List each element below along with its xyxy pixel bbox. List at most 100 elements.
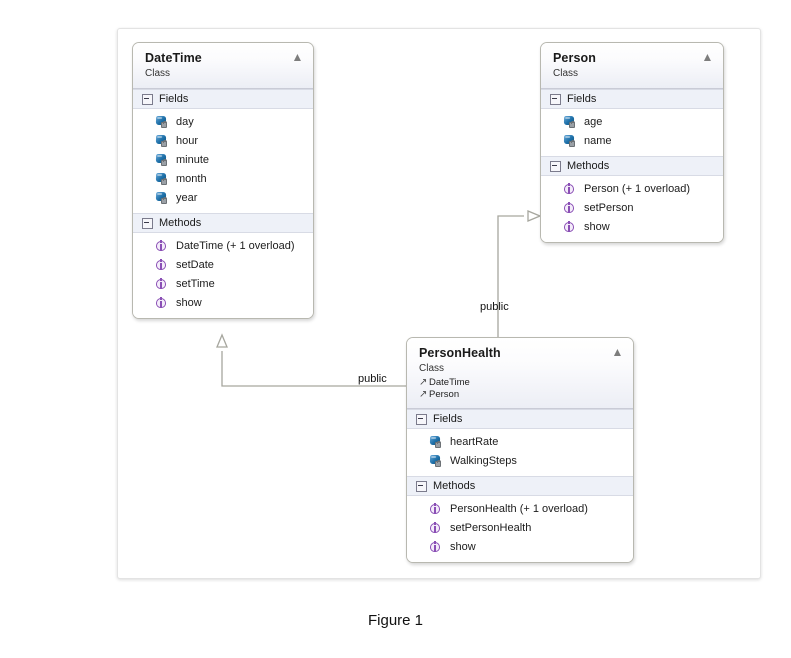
class-card-datetime[interactable]: DateTime Class ▲ Fields day hour minute	[132, 42, 314, 319]
method-list-person: Person (+ 1 overload) setPerson show	[541, 176, 723, 242]
connector-label-public-person: public	[480, 301, 509, 313]
method-icon	[155, 278, 168, 291]
chevron-up-double-icon[interactable]: ▲	[701, 50, 714, 64]
class-header-datetime: DateTime Class ▲	[133, 43, 313, 89]
field-private-icon	[155, 173, 168, 186]
method-icon	[563, 183, 576, 196]
method-list-datetime: DateTime (+ 1 overload) setDate setTime …	[133, 233, 313, 318]
list-item[interactable]: name	[541, 132, 723, 151]
inheritance-arrow-icon: ↗	[419, 389, 428, 400]
list-item[interactable]: WalkingSteps	[407, 452, 633, 471]
member-label: setPersonHealth	[450, 522, 532, 534]
list-item[interactable]: Person (+ 1 overload)	[541, 180, 723, 199]
list-item[interactable]: setPerson	[541, 199, 723, 218]
member-label: month	[176, 173, 207, 185]
section-title: Methods	[159, 217, 202, 229]
section-title: Fields	[433, 413, 463, 425]
expander-minus-icon[interactable]	[550, 160, 561, 172]
member-label: minute	[176, 154, 210, 166]
method-icon	[429, 503, 442, 516]
list-item[interactable]: PersonHealth (+ 1 overload)	[407, 500, 633, 519]
member-label: setTime	[176, 278, 215, 290]
connector-label-public-datetime: public	[358, 373, 387, 385]
list-item[interactable]: age	[541, 113, 723, 132]
section-header-fields[interactable]: Fields	[541, 89, 723, 109]
class-stereotype: Class	[553, 68, 579, 79]
figure-panel: public public DateTime Class ▲ Fields da…	[117, 28, 761, 579]
field-private-icon	[563, 135, 576, 148]
base-class-list: ↗DateTime ↗Person	[419, 377, 623, 401]
class-stereotype: Class	[419, 363, 445, 374]
member-label: Person (+ 1 overload)	[584, 183, 691, 195]
member-label: show	[450, 541, 476, 553]
member-label: PersonHealth (+ 1 overload)	[450, 503, 588, 515]
field-private-icon	[429, 436, 442, 449]
list-item[interactable]: setPersonHealth	[407, 519, 633, 538]
field-private-icon	[155, 116, 168, 129]
method-icon	[429, 541, 442, 554]
member-label: hour	[176, 135, 199, 147]
section-header-methods[interactable]: Methods	[541, 156, 723, 176]
base-class-label: Person	[429, 389, 460, 400]
class-title: PersonHealth	[419, 346, 501, 360]
base-class-item: ↗DateTime	[419, 377, 623, 389]
expander-minus-icon[interactable]	[416, 413, 427, 425]
list-item[interactable]: day	[133, 113, 313, 132]
class-title: Person	[553, 51, 596, 65]
field-private-icon	[155, 192, 168, 205]
connector-personhealth-to-person	[497, 210, 542, 337]
list-item[interactable]: show	[407, 538, 633, 557]
class-card-person[interactable]: Person Class ▲ Fields age name Methods	[540, 42, 724, 243]
class-title: DateTime	[145, 51, 202, 65]
field-list-datetime: day hour minute month year	[133, 109, 313, 213]
section-header-fields[interactable]: Fields	[407, 409, 633, 429]
expander-minus-icon[interactable]	[550, 93, 561, 105]
expander-minus-icon[interactable]	[142, 217, 153, 229]
section-header-methods[interactable]: Methods	[407, 476, 633, 496]
field-private-icon	[155, 154, 168, 167]
expander-minus-icon[interactable]	[142, 93, 153, 105]
member-label: show	[176, 297, 202, 309]
expander-minus-icon[interactable]	[416, 480, 427, 492]
class-header-person: Person Class ▲	[541, 43, 723, 89]
field-private-icon	[563, 116, 576, 129]
list-item[interactable]: month	[133, 170, 313, 189]
method-icon	[429, 522, 442, 535]
list-item[interactable]: setDate	[133, 256, 313, 275]
member-label: DateTime (+ 1 overload)	[176, 240, 295, 252]
chevron-up-double-icon[interactable]: ▲	[291, 50, 304, 64]
chevron-up-double-icon[interactable]: ▲	[611, 345, 624, 359]
member-label: age	[584, 116, 603, 128]
section-title: Fields	[159, 93, 189, 105]
list-item[interactable]: setTime	[133, 275, 313, 294]
field-private-icon	[429, 455, 442, 468]
method-icon	[155, 297, 168, 310]
list-item[interactable]: heartRate	[407, 433, 633, 452]
section-header-methods[interactable]: Methods	[133, 213, 313, 233]
member-label: show	[584, 221, 610, 233]
field-list-personhealth: heartRate WalkingSteps	[407, 429, 633, 476]
member-label: WalkingSteps	[450, 455, 517, 467]
section-title: Methods	[433, 480, 476, 492]
base-class-label: DateTime	[429, 377, 470, 388]
member-label: year	[176, 192, 198, 204]
member-label: heartRate	[450, 436, 499, 448]
method-icon	[563, 202, 576, 215]
section-title: Methods	[567, 160, 610, 172]
list-item[interactable]: DateTime (+ 1 overload)	[133, 237, 313, 256]
member-label: setDate	[176, 259, 214, 271]
list-item[interactable]: show	[541, 218, 723, 237]
class-card-personhealth[interactable]: PersonHealth Class ↗DateTime ↗Person ▲ F…	[406, 337, 634, 563]
member-label: day	[176, 116, 194, 128]
list-item[interactable]: hour	[133, 132, 313, 151]
class-header-personhealth: PersonHealth Class ↗DateTime ↗Person ▲	[407, 338, 633, 409]
list-item[interactable]: year	[133, 189, 313, 208]
list-item[interactable]: minute	[133, 151, 313, 170]
list-item[interactable]: show	[133, 294, 313, 313]
method-icon	[563, 221, 576, 234]
field-list-person: age name	[541, 109, 723, 156]
section-header-fields[interactable]: Fields	[133, 89, 313, 109]
field-private-icon	[155, 135, 168, 148]
base-class-item: ↗Person	[419, 389, 623, 401]
class-stereotype: Class	[145, 68, 171, 79]
